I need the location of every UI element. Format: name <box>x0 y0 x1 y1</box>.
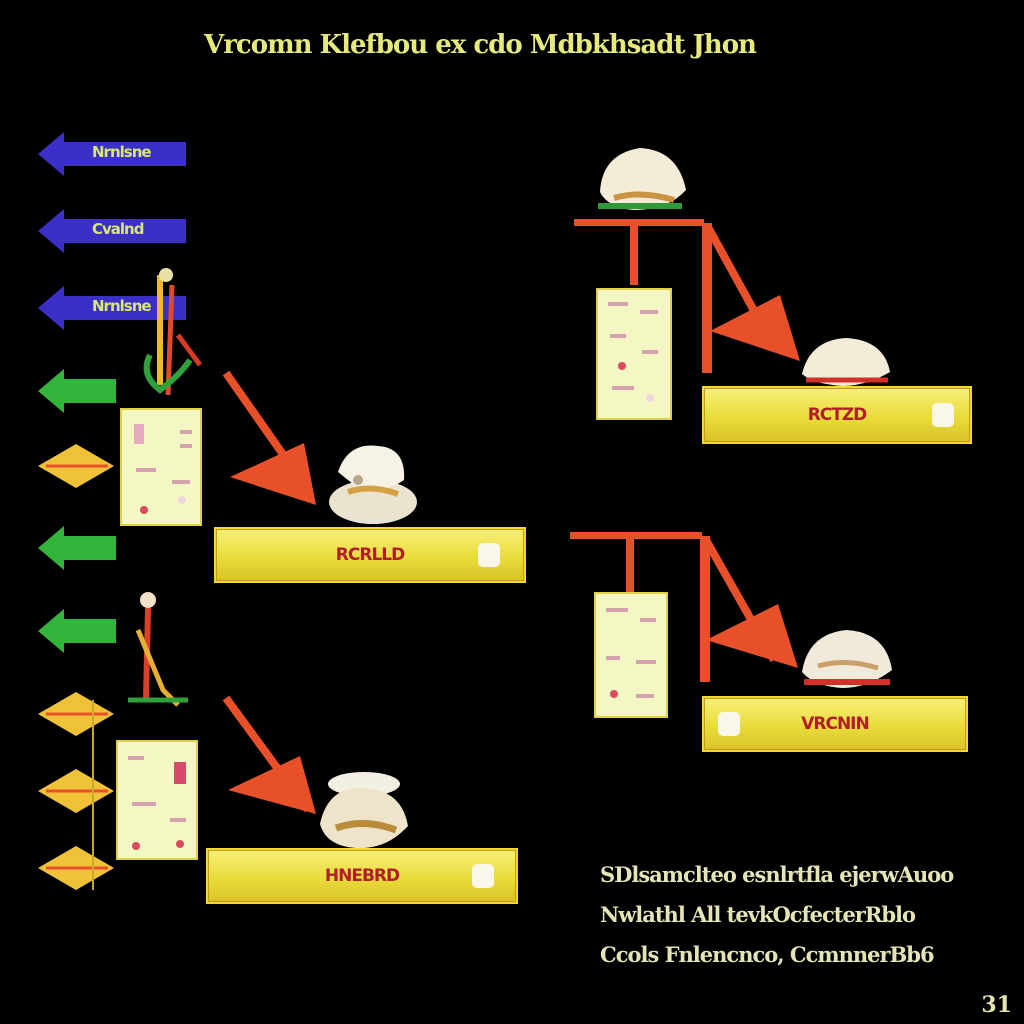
recipe-card <box>594 592 668 718</box>
page-number: 31 <box>981 992 1012 1018</box>
station-bar: RCTZD <box>702 386 972 444</box>
bar-knob <box>472 864 494 888</box>
left-arrow <box>36 605 191 661</box>
bar-knob <box>932 403 954 427</box>
bar-knob <box>478 543 500 567</box>
left-arrow-icon <box>38 769 114 813</box>
left-arrow-icon <box>38 692 114 736</box>
figure-decoration-upper <box>143 268 203 396</box>
left-arrow <box>36 522 191 578</box>
station-bar: RCRLLD <box>214 527 526 583</box>
left-arrow <box>36 440 191 496</box>
left-arrow-icon <box>38 609 116 653</box>
left-arrow-icon <box>38 369 116 413</box>
left-arrow <box>36 688 191 744</box>
recipe-card <box>116 740 198 860</box>
food-item <box>320 772 408 849</box>
orange-pointer-arrow <box>222 695 316 814</box>
diagram-title: Vrcomn Klefbou ex cdo Mdbkhsadt Jhon <box>204 30 757 60</box>
station-bar: VRCNIN <box>702 696 968 752</box>
figure-decoration-lower <box>128 592 188 707</box>
food-item <box>598 148 686 210</box>
station-label: VRCNIN <box>801 714 870 734</box>
left-arrow-icon <box>38 132 186 176</box>
left-arrow-label: Nrnlsne <box>92 297 152 315</box>
recipe-card <box>596 288 672 420</box>
left-arrow <box>36 842 191 898</box>
food-item <box>802 338 890 386</box>
footnote-line: SDlsamclteo esnlrtfla ejerwAuoo <box>600 862 954 887</box>
orange-frame <box>570 532 798 682</box>
left-arrow-label: Cvalnd <box>92 220 144 238</box>
left-arrow-label: Nrnlsne <box>92 143 152 161</box>
recipe-card <box>120 408 202 526</box>
footnote-line: Nwlathl All tevkOcfecterRblo <box>600 902 916 927</box>
station-label: HNEBRD <box>324 866 400 886</box>
left-arrow-icon <box>38 526 116 570</box>
orange-pointer-arrow <box>222 370 316 505</box>
left-arrow <box>36 765 191 821</box>
footnote-line: Ccols Fnlencnco, CcmnnerBb6 <box>600 942 935 967</box>
left-arrow-icon <box>38 846 114 890</box>
left-arrow-icon <box>38 444 114 488</box>
left-arrow: Nrnlsne <box>36 128 191 184</box>
station-label: RCTZD <box>807 405 868 425</box>
food-item <box>329 445 417 524</box>
orange-frame <box>574 219 800 373</box>
bar-knob <box>718 712 740 736</box>
food-item <box>802 630 892 688</box>
left-arrow-icon <box>38 286 186 330</box>
left-arrow: Cvalnd <box>36 205 191 261</box>
left-arrow: Nrnlsne <box>36 282 191 338</box>
station-bar: HNEBRD <box>206 848 518 904</box>
left-arrow <box>36 365 191 421</box>
station-label: RCRLLD <box>335 545 405 565</box>
left-arrow-icon <box>38 209 186 253</box>
left-connector-line <box>92 700 94 890</box>
